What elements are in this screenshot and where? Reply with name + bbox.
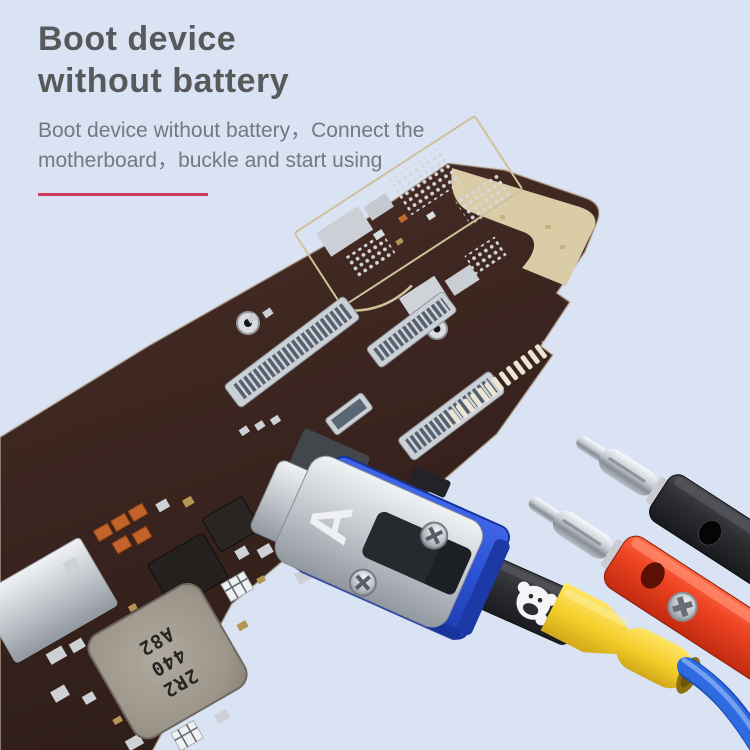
- banana-plug-red: [528, 497, 750, 718]
- pcb-test-pad: [170, 570, 255, 750]
- subtitle-line-1: Boot device without battery，Connect the: [38, 119, 425, 142]
- clamp-screw: [348, 568, 377, 597]
- pcb-castellated-pads: [443, 340, 555, 432]
- pcb-motherboard: 2R2 440 A82: [0, 116, 601, 750]
- pcb-shield-pad-region: [294, 116, 523, 331]
- subtitle: Boot device without battery，Connect the …: [38, 116, 424, 176]
- board-connector: [366, 291, 457, 368]
- plug-tip: [576, 436, 608, 462]
- clamp-grip-tab: [408, 466, 451, 498]
- board-connector: [224, 296, 360, 408]
- board-connector: [325, 392, 373, 436]
- cable-strain-relief: [540, 582, 701, 694]
- clamp-body-side: [457, 539, 510, 635]
- plug-tip: [528, 497, 562, 524]
- accent-divider: [38, 193, 208, 196]
- plug-screw: [667, 591, 698, 622]
- subtitle-line-2: motherboard，buckle and start using: [38, 149, 383, 172]
- title-line-1: Boot device: [38, 20, 237, 58]
- header: Boot device without battery Boot device …: [38, 18, 424, 196]
- plug-body: [649, 474, 750, 637]
- plug-body: [603, 535, 750, 718]
- banana-plug-black: [576, 436, 750, 637]
- pcb-small-pads: [238, 307, 282, 437]
- title-line-2: without battery: [38, 62, 290, 100]
- page-title: Boot device without battery: [38, 18, 424, 102]
- clamp-screw: [420, 521, 449, 550]
- pcb-inductor: 2R2 440 A82: [87, 582, 248, 740]
- mechanic-monkey-logo-icon: [516, 581, 558, 626]
- clamp-metal-plate: A: [274, 455, 484, 628]
